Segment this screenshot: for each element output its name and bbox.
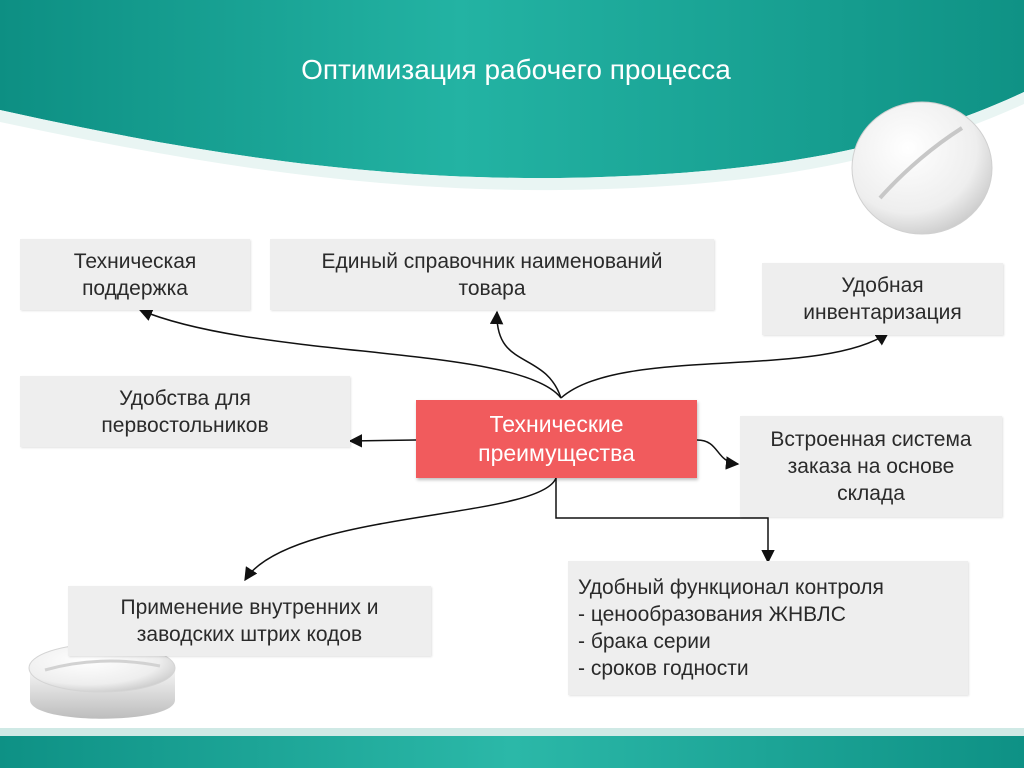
pill-bottom-left [28, 643, 176, 719]
header-wave [0, 0, 1024, 179]
box-inventory-label: Удобная инвентаризация [803, 274, 962, 324]
box-barcodes-label: Применение внутренних и заводских штрих … [120, 596, 379, 646]
box-first-table-label: Удобства для первостольников [101, 386, 269, 437]
box-catalog: Единый справочник наименований товара [270, 239, 714, 310]
box-tech-support: Техническая поддержка [20, 239, 250, 310]
footer-band-light [0, 728, 1024, 736]
box-ordering-label: Встроенная система заказа на основе скла… [770, 428, 972, 505]
center-box-label: Технические преимущества [478, 411, 635, 466]
pill-top-right [851, 101, 993, 235]
footer-band [0, 736, 1024, 768]
box-catalog-label: Единый справочник наименований товара [321, 249, 663, 300]
box-barcodes: Применение внутренних и заводских штрих … [68, 586, 431, 656]
box-control: Удобный функционал контроля - ценообразо… [568, 561, 968, 695]
box-inventory: Удобная инвентаризация [762, 263, 1003, 335]
box-tech-support-label: Техническая поддержка [73, 249, 197, 300]
slide-title: Оптимизация рабочего процесса [301, 54, 731, 85]
box-ordering: Встроенная система заказа на основе скла… [740, 416, 1002, 517]
header-wave-highlight [0, 92, 1024, 191]
center-box-technical-advantages: Технические преимущества [416, 400, 697, 478]
box-first-table: Удобства для первостольников [20, 376, 350, 447]
box-control-label: Удобный функционал контроля - ценообразо… [578, 576, 884, 680]
